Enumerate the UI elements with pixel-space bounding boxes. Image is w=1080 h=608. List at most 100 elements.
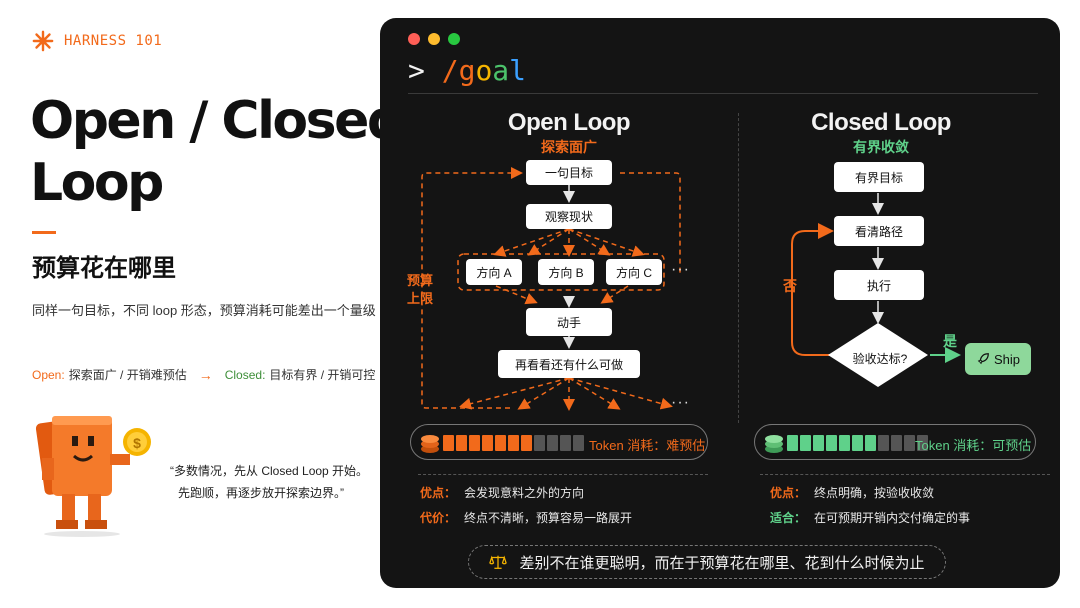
svg-text:$: $ xyxy=(133,435,141,451)
token-bar-segment xyxy=(852,435,863,451)
yes-label: 是 xyxy=(943,333,957,349)
command-line: > /goal xyxy=(408,54,526,87)
token-bar-segment xyxy=(891,435,902,451)
balance-scale-icon xyxy=(489,555,508,569)
node-bounded-goal: 有界目标 xyxy=(834,162,924,192)
token-bar-segment xyxy=(787,435,798,451)
token-bar-segment xyxy=(482,435,493,451)
open-cons-key: 代价： xyxy=(420,511,457,525)
node-accept-check: 验收达标? xyxy=(852,352,908,366)
column-divider xyxy=(738,113,739,423)
closed-token-bars xyxy=(787,435,928,451)
ship-label: Ship xyxy=(993,351,1021,367)
token-bar-segment xyxy=(456,435,467,451)
page-title: Open / Closed Loop xyxy=(30,90,404,214)
no-label: 否 xyxy=(783,278,797,294)
closed-token-label: Token 消耗：可预估 xyxy=(915,438,1032,453)
node-goal: 一句目标 xyxy=(526,160,612,185)
open-pros-key: 优点： xyxy=(420,486,457,500)
token-bar-segment xyxy=(904,435,915,451)
closed-fit-text: 在可预期开销内交付确定的事 xyxy=(814,511,971,525)
mascot-illustration: $ xyxy=(35,416,151,537)
open-summary: 探索面广 / 开销难预估 xyxy=(68,368,187,382)
rocket-icon xyxy=(977,353,989,365)
node-look-more: 再看看还有什么可做 xyxy=(498,350,640,378)
command-letter: a xyxy=(492,54,510,87)
footer-callout: 差别不在谁更聪明，而在于预算花在哪里、花到什么时候为止 xyxy=(468,545,946,579)
token-bar-segment xyxy=(917,435,928,451)
open-token-label: Token 消耗：难预估 xyxy=(589,438,706,453)
more-branches: ··· xyxy=(671,394,690,411)
token-bar-segment xyxy=(495,435,506,451)
token-bar-segment xyxy=(560,435,571,451)
arrow-right-icon: → xyxy=(198,366,213,383)
open-loop-title: Open Loop xyxy=(507,109,631,136)
divider xyxy=(760,474,1050,475)
quote-line-1: “多数情况，先从 Closed Loop 开始。 xyxy=(170,464,369,478)
budget-label-line-1: 预算 xyxy=(407,273,434,288)
token-bar-segment xyxy=(573,435,584,451)
token-bar-segment xyxy=(813,435,824,451)
minimize-dot[interactable] xyxy=(428,33,440,45)
divider xyxy=(418,474,708,475)
closed-loop-subtitle: 有界收敛 xyxy=(853,139,909,155)
node-act: 动手 xyxy=(526,308,612,336)
token-bar-segment xyxy=(547,435,558,451)
closed-pros-text: 终点明确，按验收收敛 xyxy=(814,486,935,500)
close-dot[interactable] xyxy=(408,33,420,45)
intro-column: HARNESS 101 Open / Closed Loop 预算花在哪里 同样… xyxy=(0,0,404,608)
coin-stack-icon xyxy=(421,435,439,453)
token-bar-segment xyxy=(443,435,454,451)
coin-stack-icon xyxy=(765,435,783,453)
title-line-1: Open / Closed xyxy=(30,91,404,151)
quote: “多数情况，先从 Closed Loop 开始。 先跑顺，再逐步放开探索边界。” xyxy=(170,460,368,504)
closed-fit: 适合：在可预期开销内交付确定的事 xyxy=(770,509,970,526)
footer-text: 差别不在谁更聪明，而在于预算花在哪里、花到什么时候为止 xyxy=(519,554,925,572)
more-directions: ··· xyxy=(671,261,690,278)
token-bar-segment xyxy=(534,435,545,451)
open-cons-text: 终点不清晰，预算容易一路展开 xyxy=(464,511,633,525)
closed-token-meter: Token 消耗：可预估 xyxy=(754,424,1036,460)
open-token-meter: Token 消耗：难预估 xyxy=(410,424,708,460)
node-direction-b: 方向 B xyxy=(538,259,594,285)
closed-pros: 优点： 终点明确，按验收收敛 xyxy=(770,484,934,501)
prompt-symbol: > xyxy=(408,54,425,87)
token-bar-segment xyxy=(508,435,519,451)
token-bar-segment xyxy=(521,435,532,451)
open-key: Open: xyxy=(32,367,65,382)
open-pros: 优点： 会发现意料之外的方向 xyxy=(420,484,584,501)
maximize-dot[interactable] xyxy=(448,33,460,45)
open-token-bars xyxy=(443,435,584,451)
command-letter: l xyxy=(509,54,527,87)
node-see-path: 看清路径 xyxy=(834,216,924,246)
terminal-panel: > /goal xyxy=(380,18,1060,588)
node-direction-c: 方向 C xyxy=(606,259,662,285)
node-observe: 观察现状 xyxy=(526,204,612,229)
node-direction-a: 方向 A xyxy=(466,259,522,285)
token-bar-segment xyxy=(826,435,837,451)
node-execute: 执行 xyxy=(834,270,924,300)
open-cons: 代价： 终点不清晰，预算容易一路展开 xyxy=(420,509,632,526)
closed-summary: 目标有界 / 开销可控 xyxy=(269,368,376,382)
window-controls xyxy=(408,33,460,45)
sun-icon xyxy=(32,30,54,52)
page-subtitle: 预算花在哪里 xyxy=(32,255,176,282)
open-pros-text: 会发现意料之外的方向 xyxy=(464,486,585,500)
token-bar-segment xyxy=(878,435,889,451)
brand: HARNESS 101 xyxy=(32,30,162,52)
command-letter: o xyxy=(475,54,493,87)
divider xyxy=(408,93,1038,94)
command-slash: / xyxy=(441,54,459,87)
open-loop-subtitle: 探索面广 xyxy=(541,139,597,155)
description: 同样一句目标，不同 loop 形态，预算消耗可能差出一个量级 xyxy=(32,303,376,318)
comparison-line: Open: 探索面广 / 开销难预估 → Closed: 目标有界 / 开销可控 xyxy=(32,366,375,383)
token-bar-segment xyxy=(469,435,480,451)
command-letter: g xyxy=(458,54,476,87)
accent-divider xyxy=(32,231,56,234)
ship-node: Ship xyxy=(965,343,1031,375)
quote-line-2: 先跑顺，再逐步放开探索边界。” xyxy=(178,486,344,500)
token-bar-segment xyxy=(800,435,811,451)
closed-pros-key: 优点： xyxy=(770,486,807,500)
budget-limit-label: 预算 上限 xyxy=(407,272,433,308)
closed-loop-title: Closed Loop xyxy=(811,109,951,136)
